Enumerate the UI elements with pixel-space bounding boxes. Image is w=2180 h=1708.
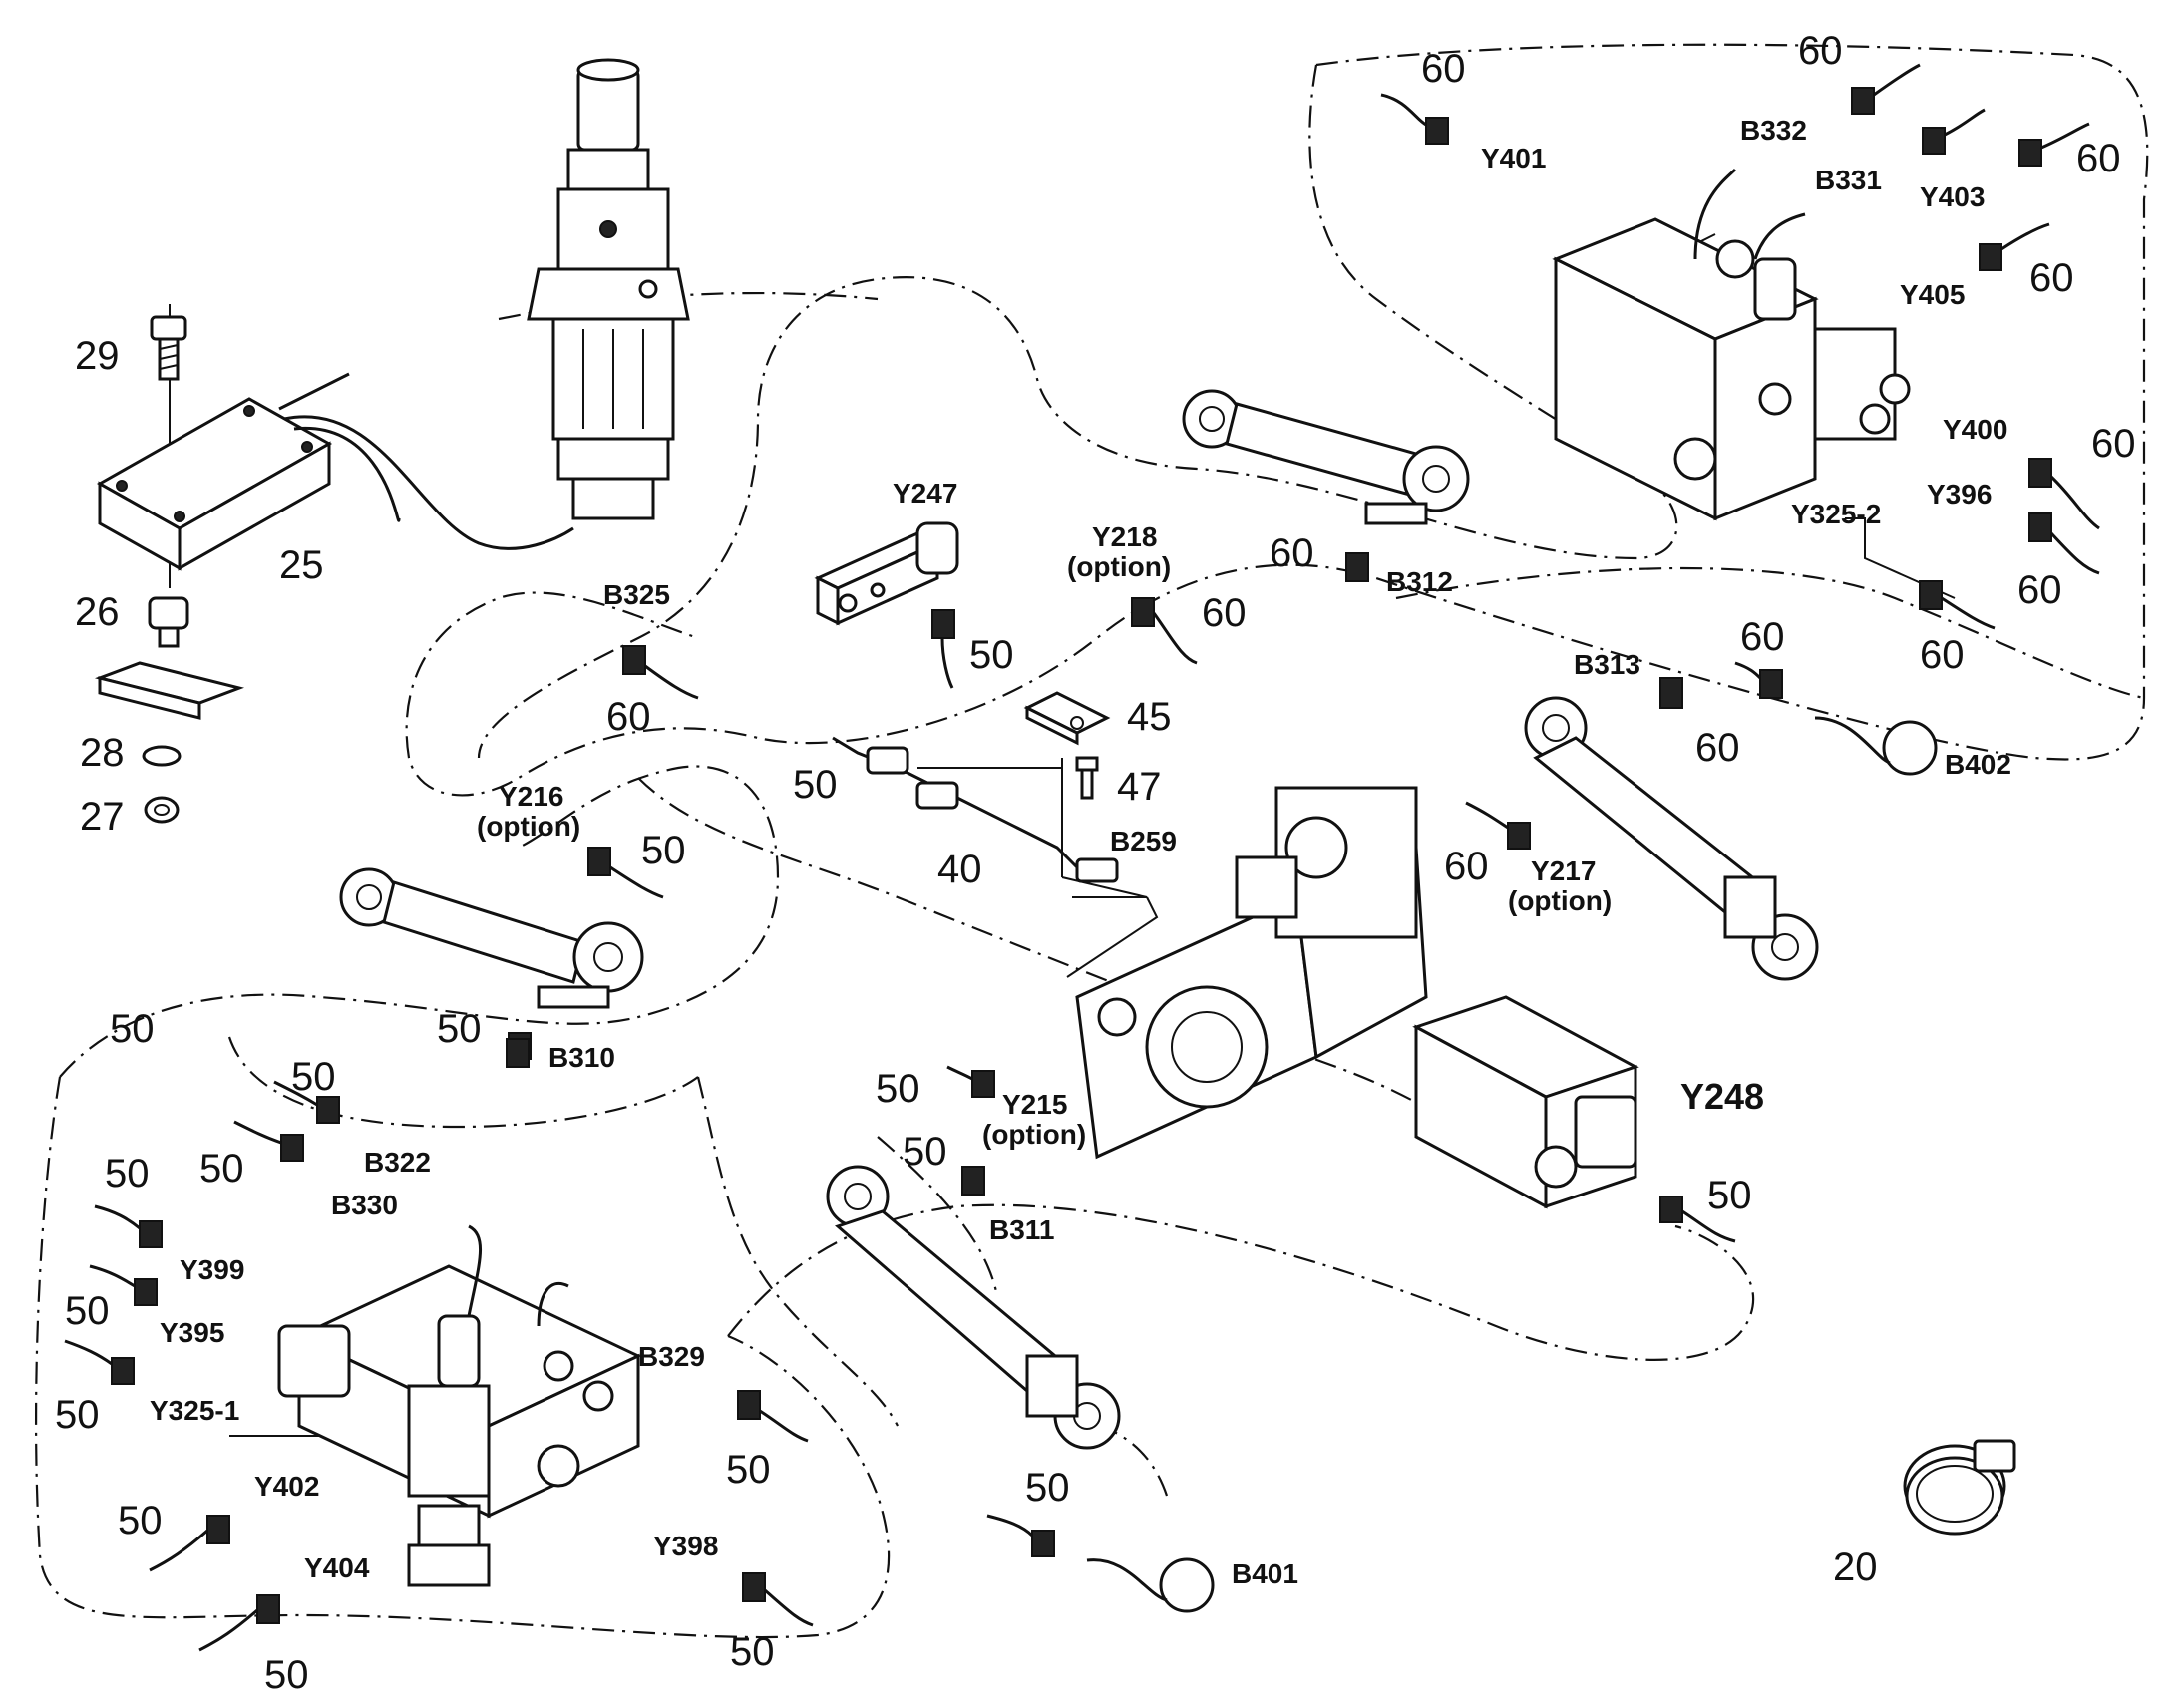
callout-25: 25: [279, 543, 324, 587]
callout-28: 28: [80, 731, 125, 775]
hydraulic-pump-part: [1075, 786, 1428, 1160]
mounting-hardware-part: [94, 596, 245, 824]
callout-50-b311: 50: [903, 1130, 947, 1174]
hose-clamp-part: [1903, 1439, 2016, 1536]
callout-50-y398: 50: [730, 1630, 775, 1674]
callout-60-y401: 60: [1421, 47, 1466, 91]
callout-50-y395: 50: [65, 1289, 110, 1333]
callout-60-y405: 60: [2029, 256, 2074, 300]
callout-50-y216: 50: [641, 829, 686, 872]
bracket-45-part: [1023, 691, 1111, 800]
callout-50-y247: 50: [969, 633, 1014, 677]
callout-60-b402: 60: [1740, 615, 1785, 659]
callout-50-b330: 50: [199, 1147, 244, 1191]
label-b332: B332: [1740, 115, 1807, 146]
callout-26: 26: [75, 590, 120, 634]
valve-block-bottom-left-part: [277, 1224, 642, 1587]
callout-60-b325: 60: [606, 695, 651, 739]
callout-20: 20: [1833, 1545, 1878, 1589]
label-y399: Y399: [180, 1254, 244, 1285]
callout-60-y325-2: 60: [1920, 633, 1965, 677]
callout-60-b312: 60: [1270, 531, 1314, 575]
label-y400: Y400: [1943, 414, 2007, 445]
callout-47: 47: [1117, 765, 1162, 809]
harness-outlines: [34, 43, 2149, 1639]
label-b313: B313: [1574, 649, 1640, 680]
hydraulic-cylinder-b310-part: [339, 867, 644, 1009]
label-y396: Y396: [1927, 479, 1992, 510]
label-y247: Y247: [893, 478, 957, 509]
label-b311: B311: [989, 1214, 1054, 1245]
callout-60-b332: 60: [1798, 29, 1843, 73]
label-y218-option: (option): [1067, 551, 1171, 582]
label-b401: B401: [1232, 1558, 1298, 1589]
callout-29: 29: [75, 334, 120, 378]
label-b331: B331: [1815, 165, 1882, 195]
label-b312: B312: [1386, 566, 1453, 597]
label-b310: B310: [548, 1042, 615, 1073]
label-y217: Y217: [1531, 855, 1596, 886]
bolt-29-part: [150, 315, 187, 381]
label-y218: Y218: [1092, 521, 1157, 552]
label-y325-2: Y325-2: [1791, 499, 1881, 529]
callout-60-y403: 60: [2076, 137, 2121, 180]
label-y404: Y404: [304, 1552, 370, 1583]
callout-60-b313: 60: [1695, 726, 1740, 770]
label-y325-1: Y325-1: [150, 1395, 239, 1426]
label-b402: B402: [1945, 749, 2011, 780]
callout-60-y400: 60: [2091, 422, 2136, 466]
callout-50-b322: 50: [291, 1055, 336, 1099]
callout-60-y396: 60: [2017, 568, 2062, 612]
callout-50-b329: 50: [726, 1448, 771, 1492]
callout-60-y218: 60: [1202, 591, 1247, 635]
label-y248: Y248: [1680, 1076, 1764, 1117]
label-y405: Y405: [1900, 279, 1965, 310]
callout-50-y325-1: 50: [55, 1393, 100, 1437]
label-b325: B325: [603, 579, 670, 610]
callout-50-y248: 50: [1707, 1174, 1752, 1217]
part-labels: 29 25 26 28 27 B325 60 Y247 50 Y218 (opt…: [55, 29, 2136, 1697]
label-y216: Y216: [499, 781, 563, 812]
valve-block-y248-part: [1412, 995, 1639, 1209]
label-y216-option: (option): [477, 811, 580, 842]
steering-valve-part: [527, 58, 690, 520]
label-y215-option: (option): [982, 1119, 1086, 1150]
connector-plugs: [64, 63, 2100, 1652]
label-y395: Y395: [160, 1317, 224, 1348]
callout-27: 27: [80, 795, 125, 839]
hydraulic-cylinder-b313-part: [1524, 696, 1819, 981]
callout-50-left: 50: [110, 1007, 155, 1051]
label-y402: Y402: [254, 1471, 319, 1502]
hydraulic-cylinder-b311-part: [826, 1165, 1121, 1450]
callout-40: 40: [937, 848, 982, 891]
solenoid-valve-y247-part: [814, 521, 959, 626]
callout-50-y215: 50: [876, 1067, 920, 1111]
leader-lines: [169, 233, 1956, 1437]
label-y215: Y215: [1002, 1089, 1067, 1120]
callout-50-b310: 50: [437, 1007, 482, 1051]
label-y398: Y398: [653, 1531, 718, 1561]
hydraulic-cylinder-b312-part: [1182, 389, 1470, 525]
label-y403: Y403: [1920, 181, 1985, 212]
callout-50-connector: 50: [793, 763, 838, 807]
callout-45: 45: [1127, 695, 1172, 739]
callout-50-y399: 50: [105, 1152, 150, 1196]
valve-block-top-right-part: [1552, 168, 1911, 521]
label-b259: B259: [1110, 826, 1177, 856]
label-y217-option: (option): [1508, 885, 1612, 916]
callout-50-y404: 50: [264, 1653, 309, 1697]
pressure-switch-b401-part: [1086, 1557, 1215, 1613]
control-box-part: [96, 372, 574, 571]
label-y401: Y401: [1481, 143, 1546, 173]
sensor-b259-part: [832, 736, 1119, 883]
label-b330: B330: [331, 1190, 398, 1220]
label-b322: B322: [364, 1147, 431, 1178]
callout-60-y217: 60: [1444, 845, 1489, 888]
pressure-switch-b402-part: [1814, 716, 1938, 776]
callout-50-b401: 50: [1025, 1466, 1070, 1510]
label-b329: B329: [638, 1341, 705, 1372]
callout-50-y402: 50: [118, 1499, 163, 1542]
